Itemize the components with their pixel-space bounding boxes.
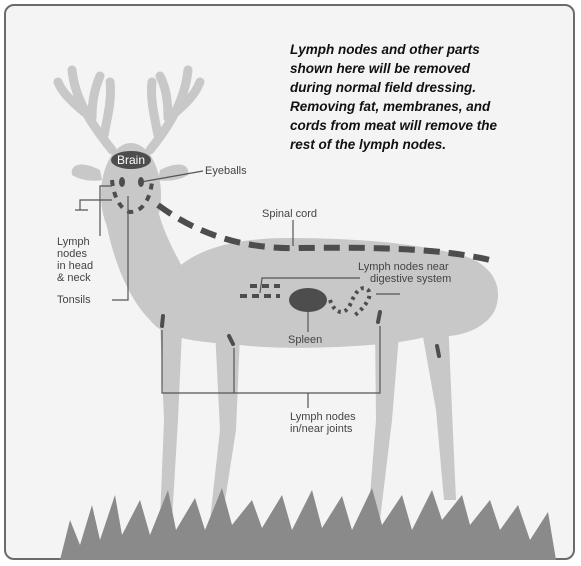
caption-line: Removing fat, membranes, and: [290, 97, 568, 116]
label-line: in head: [57, 260, 93, 272]
caption-line: rest of the lymph nodes.: [290, 135, 568, 154]
caption-line: Lymph nodes and other parts: [290, 40, 568, 59]
spinal-cord-label: Spinal cord: [262, 208, 317, 220]
caption-line: cords from meat will remove the: [290, 116, 568, 135]
caption-text: Lymph nodes and other parts shown here w…: [290, 40, 568, 154]
label-line: & neck: [57, 272, 93, 284]
caption-line: during normal field dressing.: [290, 78, 568, 97]
brain-label: Brain: [111, 153, 151, 167]
label-line: Lymph nodes near: [358, 261, 451, 273]
spleen-label: Spleen: [288, 334, 322, 346]
caption-line: shown here will be removed: [290, 59, 568, 78]
label-line: Lymph: [57, 236, 93, 248]
label-line: in/near joints: [290, 423, 356, 435]
lymph-joints-label: Lymph nodes in/near joints: [290, 411, 356, 435]
lymph-head-neck-label: Lymph nodes in head & neck: [57, 236, 93, 284]
grass: [60, 488, 556, 560]
tonsils-label: Tonsils: [57, 294, 91, 306]
antlers: [58, 70, 200, 150]
label-line: nodes: [57, 248, 93, 260]
spleen-icon: [289, 288, 327, 312]
eyeballs-label: Eyeballs: [205, 165, 247, 177]
lymph-digestive-label: Lymph nodes near digestive system: [358, 261, 451, 285]
label-line: Lymph nodes: [290, 411, 356, 423]
label-line: digestive system: [358, 273, 451, 285]
